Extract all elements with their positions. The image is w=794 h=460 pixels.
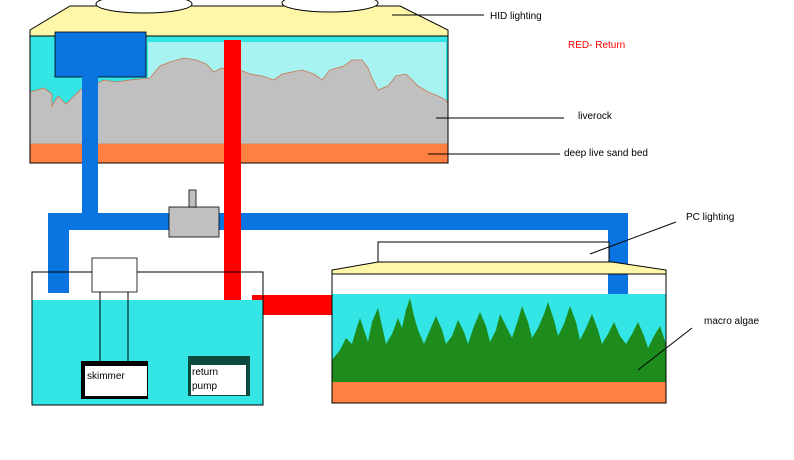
drain-pipe-down	[82, 76, 98, 214]
refugium	[331, 241, 667, 404]
drain-pipe-horizontal	[48, 213, 628, 230]
return-pump-label-line2: pump	[192, 381, 217, 392]
return-legend-label: RED- Return	[568, 40, 625, 51]
return-plumbing	[224, 40, 340, 358]
drain-plumbing	[48, 76, 628, 307]
return-pump-window	[191, 365, 246, 395]
skimmer-window	[85, 366, 147, 396]
pc-callout-line	[589, 221, 677, 255]
skimmer-cup	[91, 257, 138, 293]
valve-stem	[188, 189, 197, 208]
sump-outline	[31, 271, 264, 406]
return-pipe-vertical	[224, 40, 241, 358]
macro-algae	[332, 298, 666, 382]
sand-bed-label: deep live sand bed	[564, 148, 648, 159]
pc-light-fixture	[377, 241, 610, 263]
refugium-outline	[331, 273, 667, 404]
liverock-label: liverock	[578, 111, 613, 122]
hid-light-hood	[29, 5, 449, 37]
callouts: HID lighting RED- Return liverock deep l…	[392, 11, 759, 371]
valve-body	[168, 206, 220, 238]
refugium-sand-bed	[332, 382, 666, 403]
drain-pipe-refugium-leg	[608, 213, 628, 307]
macro-algae-label: macro algae	[704, 316, 759, 327]
hid-lighting-label: HID lighting	[490, 11, 542, 22]
return-pipe-branch	[252, 295, 340, 315]
hid-lamp-right	[281, 0, 379, 13]
return-pump-label-line1: return	[192, 367, 218, 378]
pc-lighting-label: PC lighting	[686, 212, 734, 223]
sump: skimmer return pump	[31, 257, 264, 406]
algae-callout-line	[637, 327, 693, 371]
hid-lamp-left	[95, 0, 193, 14]
pc-light-hood	[331, 261, 667, 275]
overflow-box	[54, 31, 147, 78]
skimmer-label: skimmer	[87, 371, 125, 382]
drain-pipe-sump-leg	[48, 213, 69, 293]
